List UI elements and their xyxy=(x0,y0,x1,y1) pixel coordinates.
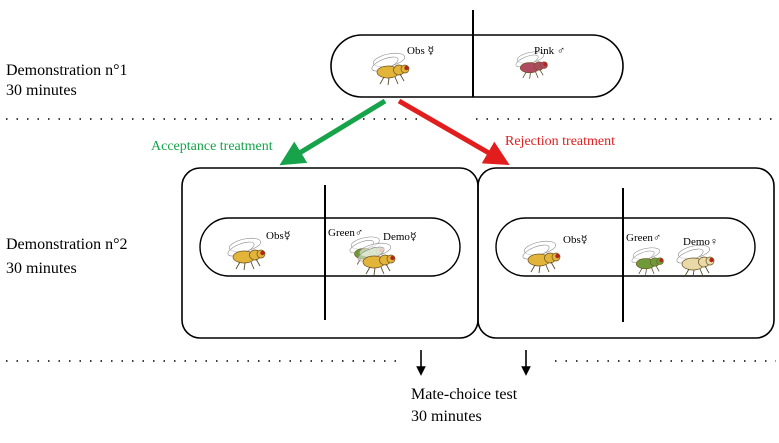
test-title: Mate-choice test xyxy=(411,386,518,403)
demo2-duration: 30 minutes xyxy=(6,260,77,277)
demo2-title: Demonstration n°2 xyxy=(6,236,128,253)
demo1-obs-fly-icon xyxy=(369,50,410,86)
demo1-pink-label: Pink ♂ xyxy=(534,45,565,57)
demo1-duration: 30 minutes xyxy=(6,82,77,99)
rejection-obs-label: Obs☿ xyxy=(563,234,587,246)
demo1-tube xyxy=(330,34,624,98)
acceptance-arrow xyxy=(279,98,387,166)
rejection-obs-fly-icon xyxy=(520,238,561,274)
test-duration: 30 minutes xyxy=(411,408,482,425)
acceptance-demo-label: Demo☿ xyxy=(383,231,417,243)
rejection-label: Rejection treatment xyxy=(505,134,615,149)
acceptance-green-label: Green♂ xyxy=(328,227,363,239)
acceptance-obs-label: Obs☿ xyxy=(266,230,290,242)
acceptance-box xyxy=(181,167,479,339)
demo1-obs-label: Obs ☿ xyxy=(407,45,434,57)
rejection-box xyxy=(477,167,775,339)
rejection-tube xyxy=(495,217,756,277)
demo1-title: Demonstration n°1 xyxy=(6,62,128,79)
rejection-arrow xyxy=(397,98,510,166)
rejection-green-label: Green♂ xyxy=(626,232,661,244)
acceptance-tube xyxy=(199,217,461,277)
rejection-demo-label: Demo♀ xyxy=(683,236,718,248)
acceptance-obs-fly-icon xyxy=(225,235,266,271)
rejection-green-fly-icon xyxy=(629,245,664,276)
acceptance-label: Acceptance treatment xyxy=(151,139,273,154)
